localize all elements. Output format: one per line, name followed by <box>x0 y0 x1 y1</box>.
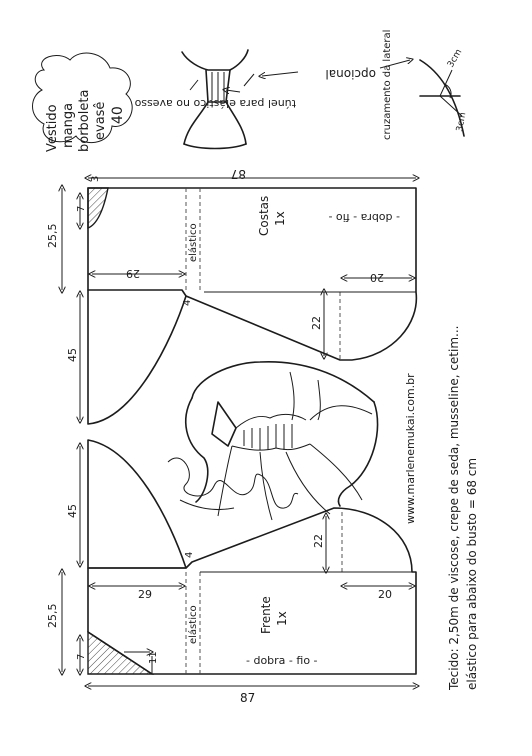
back-fold-label: - dobra - fio - <box>328 211 400 224</box>
title-line-5: 40 <box>110 106 126 124</box>
front-measurements: 45 25,5 7 11 29 4 22 20 <box>46 446 412 674</box>
seam-measure-b: 3cm <box>455 112 468 133</box>
measure-total-bottom: 87 <box>240 691 255 705</box>
signature <box>167 457 299 511</box>
total-width-top: 87 <box>88 167 416 181</box>
front-elastic-label: elástico <box>187 605 199 644</box>
measure-neck-front-width: 11 <box>148 651 159 664</box>
measure-neck-front-depth: 7 <box>76 654 87 660</box>
measure-side-back: 29 <box>126 267 140 280</box>
measure-upper-front: 25,5 <box>46 604 59 629</box>
side-seam-sketch: cruzamento da lateral 3cm 3cm <box>382 30 468 140</box>
optional-note: opcional <box>262 60 410 81</box>
back-piece-qty: 1x <box>273 211 287 226</box>
back-piece-name: Costas <box>257 196 271 236</box>
dress-sketch <box>184 360 379 521</box>
tunnel-sketch <box>181 49 255 150</box>
title-line-3: borboleta <box>77 90 92 152</box>
measure-upper-back: 25,5 <box>46 224 59 249</box>
back-elastic-label: elástico <box>187 223 199 262</box>
measure-sleeve-back: 45 <box>66 348 79 362</box>
front-fold-label: - dobra - fio - <box>246 654 318 667</box>
measure-total-top: 87 <box>231 167 246 181</box>
optional-label: opcional <box>325 67 376 81</box>
measure-hem-curve-front: 20 <box>378 588 392 601</box>
measure-sleeve-front: 45 <box>66 504 79 518</box>
title-line-4: evasê <box>93 102 108 140</box>
back-piece: elástico Costas 1x - dobra - fio - <box>87 187 418 425</box>
measure-elastic-gap-front: 4 <box>184 552 195 558</box>
measure-side-front: 29 <box>138 588 152 601</box>
front-piece-qty: 1x <box>275 611 289 626</box>
side-seam-note: cruzamento da lateral <box>382 30 393 140</box>
title-line-1: Vestido <box>45 104 60 152</box>
back-measurements: 25,5 7 3 45 29 4 22 20 <box>46 176 412 420</box>
title-cloud: Vestido manga borboleta evasê 40 <box>32 52 133 152</box>
website-label: www.marlenemukai.com.br <box>404 373 417 524</box>
measure-hem-curve-back: 20 <box>370 271 384 284</box>
elastic-note: elástico para abaixo do busto = 68 cm <box>465 458 479 690</box>
tunnel-note: túnel para elástico no avesso <box>134 97 296 110</box>
seam-measure-a: 3cm <box>446 48 464 70</box>
front-piece-name: Frente <box>259 596 273 634</box>
fabric-note: Tecido: 2,50m de viscose, crepe de seda,… <box>447 326 461 691</box>
title-line-2: manga <box>61 103 76 148</box>
measure-hem-depth-back: 22 <box>310 316 323 330</box>
front-piece: elástico Frente 1x - dobra - fio - <box>87 439 417 675</box>
total-width-bottom: 87 <box>88 686 416 705</box>
measure-hem-depth-front: 22 <box>312 534 325 548</box>
measure-elastic-gap-back: 4 <box>182 300 193 306</box>
measure-neck-back-offset: 3 <box>90 176 101 182</box>
measure-neck-back-depth: 7 <box>76 206 87 212</box>
